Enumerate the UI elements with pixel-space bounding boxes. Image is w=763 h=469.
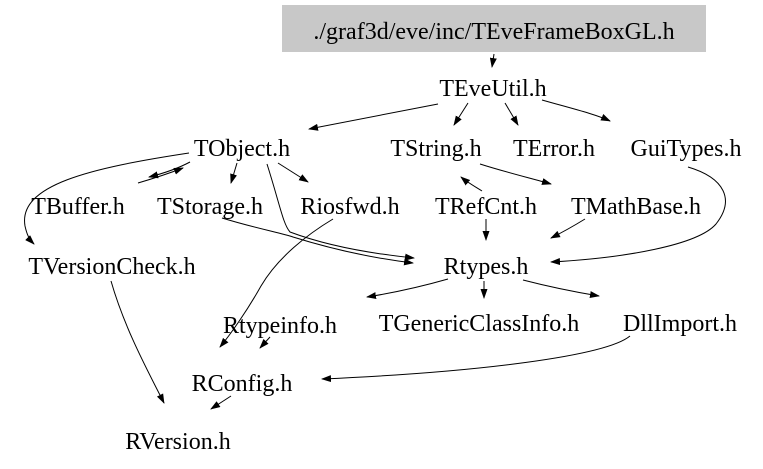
node-TObject[interactable]: TObject.h xyxy=(194,136,290,162)
edge-TObject-to-Riosfwd xyxy=(277,162,309,183)
edge-TEveUtil-to-TError xyxy=(504,102,519,126)
node-RConfig[interactable]: RConfig.h xyxy=(192,371,293,397)
edge-TObject-to-TVersionCheck xyxy=(24,152,190,245)
node-RVersion[interactable]: RVersion.h xyxy=(125,429,230,455)
node-root: ./graf3d/eve/inc/TEveFrameBoxGL.h xyxy=(313,19,674,45)
node-Rtypeinfo[interactable]: Rtypeinfo.h xyxy=(223,313,337,339)
edge-Rtypeinfo-to-RConfig xyxy=(259,336,271,349)
edges-layer xyxy=(24,53,726,410)
edge-TVersionCheck-to-RVersion xyxy=(110,280,165,404)
node-TError[interactable]: TError.h xyxy=(513,136,595,162)
node-TEveUtil[interactable]: TEveUtil.h xyxy=(439,76,546,102)
node-TBuffer[interactable]: TBuffer.h xyxy=(31,194,125,220)
node-Rtypes[interactable]: Rtypes.h xyxy=(444,254,529,280)
edge-RConfig-to-RVersion xyxy=(210,395,232,410)
edge-Riosfwd-to-RConfig xyxy=(219,218,334,348)
node-TVersionCheck[interactable]: TVersionCheck.h xyxy=(28,254,195,280)
edge-root-to-TEveUtil xyxy=(489,53,497,68)
node-TMathBase[interactable]: TMathBase.h xyxy=(571,194,701,220)
edge-TEveUtil-to-TObject xyxy=(308,103,439,131)
edge-GuiTypes-to-Rtypes xyxy=(550,166,726,266)
edge-Rtypes-to-Rtypeinfo xyxy=(366,278,449,300)
node-TStorage[interactable]: TStorage.h xyxy=(157,194,263,220)
edge-TObject-to-TBuffer xyxy=(148,161,191,179)
node-TRefCnt[interactable]: TRefCnt.h xyxy=(435,194,537,220)
edge-Rtypes-to-DllImport xyxy=(522,279,600,298)
node-Riosfwd[interactable]: Riosfwd.h xyxy=(300,194,399,220)
edge-TEveUtil-to-TString xyxy=(453,102,469,126)
node-TString[interactable]: TString.h xyxy=(390,136,481,162)
root-node-box xyxy=(282,5,706,52)
edge-TStorage-to-Rtypes xyxy=(221,217,414,266)
nodes-layer: ./graf3d/eve/inc/TEveFrameBoxGL.hTEveUti… xyxy=(28,5,741,455)
edge-TEveUtil-to-GuiTypes xyxy=(541,99,611,122)
edge-TString-to-TMathBase xyxy=(479,163,552,185)
edge-TBuffer-to-TObject xyxy=(137,167,184,184)
node-GuiTypes[interactable]: GuiTypes.h xyxy=(631,136,742,162)
node-DllImport[interactable]: DllImport.h xyxy=(623,311,737,337)
edge-TMathBase-to-Rtypes xyxy=(550,218,586,239)
edge-DllImport-to-RConfig xyxy=(321,335,631,383)
node-TGenericClassInfo[interactable]: TGenericClassInfo.h xyxy=(379,311,580,337)
edge-TObject-to-Rtypes xyxy=(266,163,415,261)
edge-TRefCnt-to-TString xyxy=(460,176,483,192)
edge-TObject-to-TStorage xyxy=(230,162,238,184)
